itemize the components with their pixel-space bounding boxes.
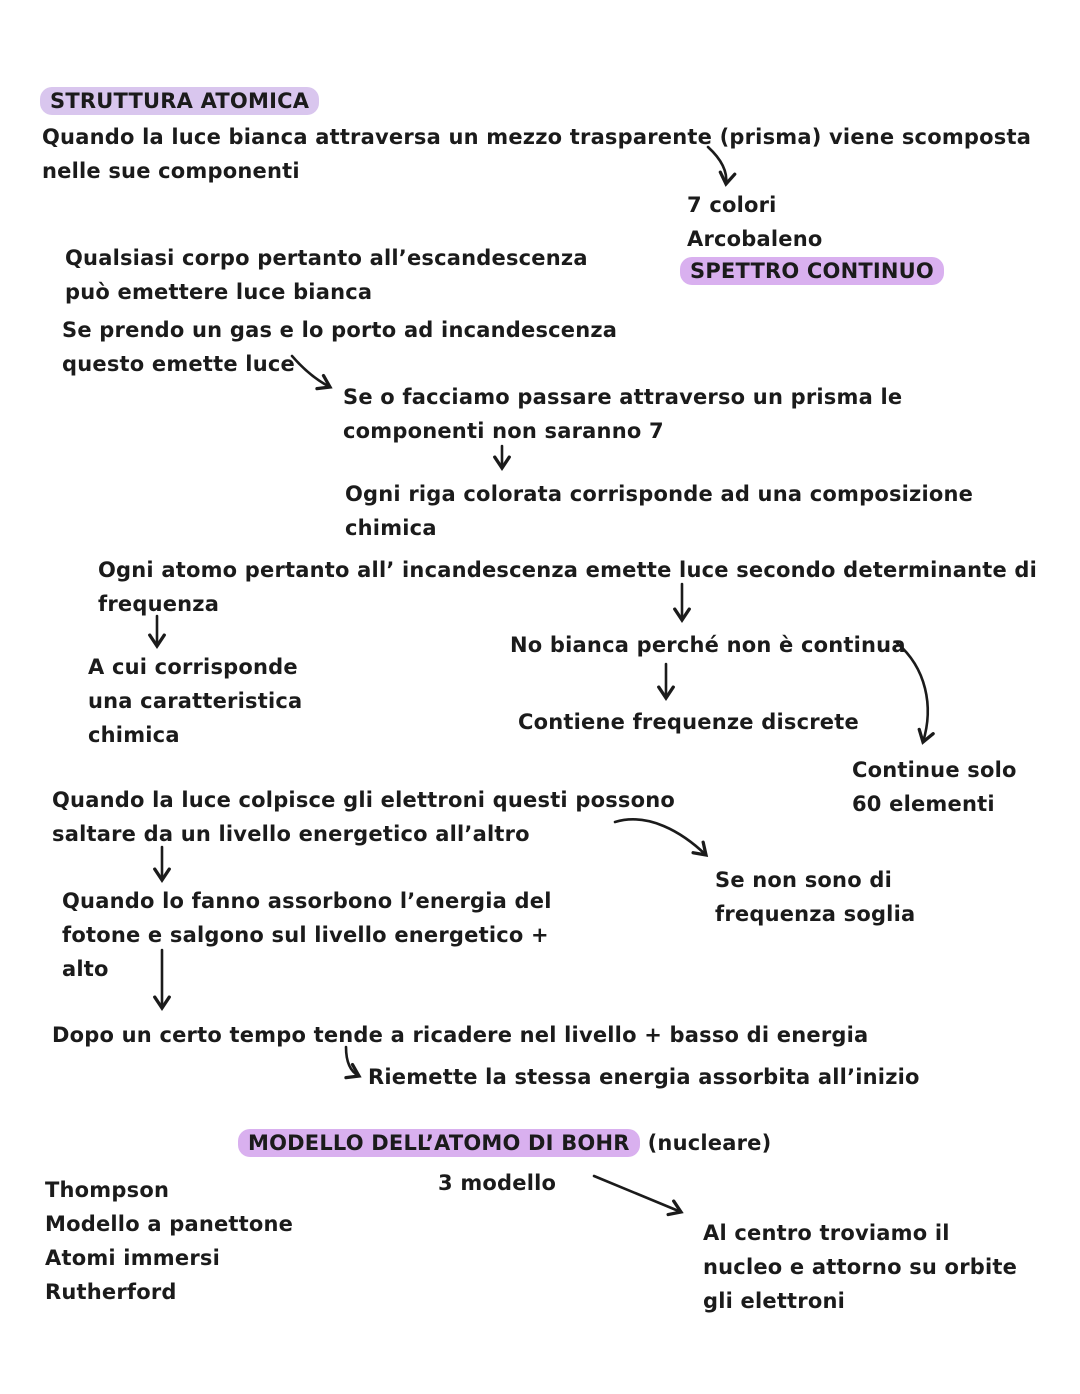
bohr-title-highlight: MODELLO DELL’ATOMO DI BOHR [238,1129,640,1157]
page-title-highlight: STRUTTURA ATOMICA [40,87,320,115]
chemical-characteristic-text: A cui corrisponde una caratteristica chi… [88,655,303,747]
reemit-text: Riemette la stessa energia assorbita all… [368,1065,920,1089]
continuous-spectrum-label: SPETTRO CONTINUO [680,254,944,288]
seven-colors-text: 7 colori [687,193,777,217]
prism-pass-text: Se o facciamo passare attraverso un pris… [343,385,903,443]
fall-back-text: Dopo un certo tempo tende a ricadere nel… [52,1023,869,1047]
incandescent-body-text: Qualsiasi corpo pertanto all’escandescen… [65,246,588,304]
bohr-title: MODELLO DELL’ATOMO DI BOHR (nucleare) [238,1126,771,1160]
atom-frequency-text: Ogni atomo pertanto all’ incandescenza e… [98,558,1038,616]
third-model-text: 3 modello [438,1171,557,1195]
continuous-only-text: Continue solo 60 elementi [852,758,1017,816]
rainbow-text: Arcobaleno [687,227,823,251]
arrow-model-to-description-icon [592,1174,684,1217]
discrete-frequencies-text: Contiene frequenze discrete [518,710,859,734]
electron-jump-text: Quando la luce colpisce gli elettroni qu… [52,788,676,846]
page-title: STRUTTURA ATOMICA [40,84,320,118]
threshold-text: Se non sono di frequenza soglia [715,868,916,926]
colored-line-text: Ogni riga colorata corrisponde ad una co… [345,482,974,540]
bohr-title-suffix: (nucleare) [647,1131,772,1155]
bohr-description-text: Al centro troviamo il nucleo e attorno s… [703,1221,1018,1313]
previous-models-text: Thompson Modello a panettone Atomi immer… [45,1178,294,1304]
absorb-text: Quando lo fanno assorbono l’energia del … [62,889,552,981]
gas-text: Se prendo un gas e lo porto ad incandesc… [62,318,618,376]
intro-text: Quando la luce bianca attraversa un mezz… [42,125,1032,183]
not-white-text: No bianca perché non è continua [510,633,906,657]
continuous-spectrum-highlight: SPETTRO CONTINUO [680,257,944,285]
